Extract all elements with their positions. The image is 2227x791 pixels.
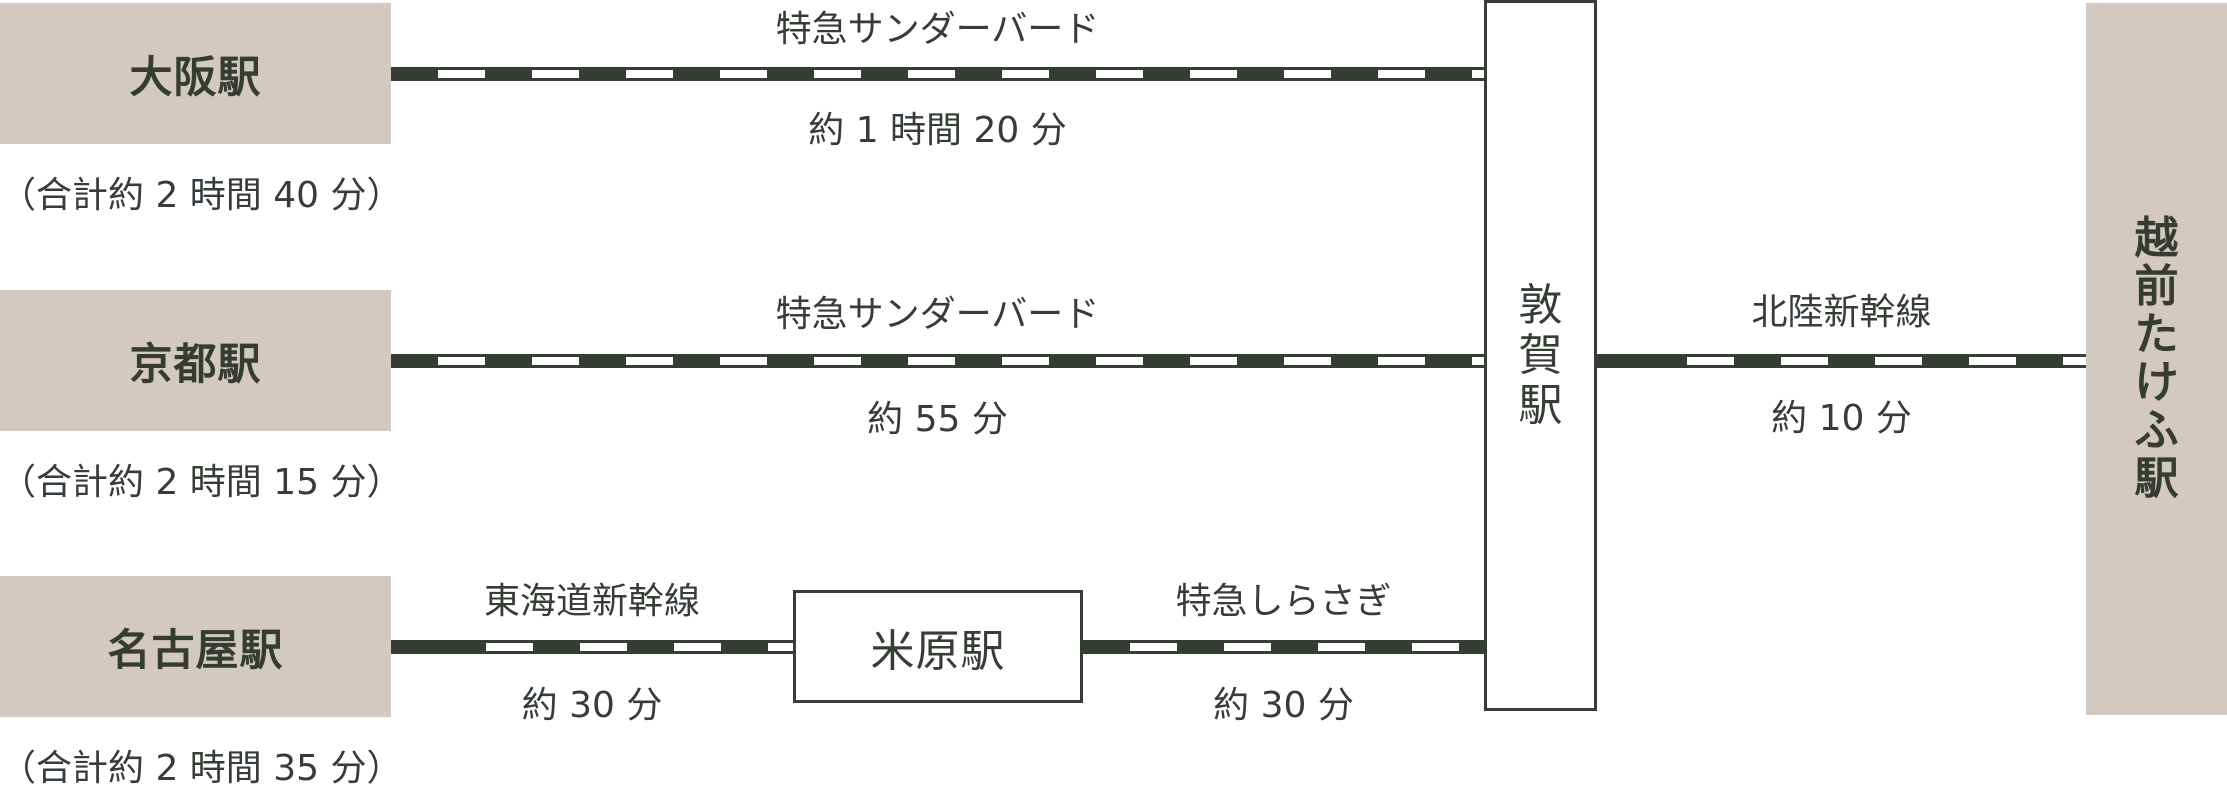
maibara-tsuruga-rail: [1083, 640, 1484, 654]
kyoto-route-time: 約 55 分: [867, 399, 1008, 440]
osaka-route-line-name: 特急サンダーバード: [775, 9, 1100, 50]
nagoya-route-line-name: 東海道新幹線: [483, 581, 700, 622]
kyoto-tsuruga-rail: [391, 354, 1484, 368]
hokuriku-route-time: 約 10 分: [1771, 398, 1912, 439]
kyoto-route-line-name: 特急サンダーバード: [775, 294, 1100, 335]
osaka-tsuruga-rail: [391, 67, 1484, 81]
station-osaka-label: 大阪駅: [129, 52, 262, 103]
maibara-route-time: 約 30 分: [1213, 685, 1354, 726]
nagoya-maibara-rail: [391, 640, 793, 654]
station-kyoto-label: 京都駅: [129, 339, 262, 390]
station-nagoya-label: 名古屋駅: [107, 625, 284, 676]
hokuriku-line-name: 北陸新幹線: [1751, 292, 1932, 333]
maibara-route-line-name: 特急しらさぎ: [1175, 581, 1392, 622]
station-tsuruga: 敦 賀 駅: [1484, 0, 1597, 711]
station-osaka: 大阪駅: [0, 3, 391, 144]
kyoto-total-time: （合計約 2 時間 15 分）: [0, 462, 403, 503]
tsuruga-takefu-rail: [1597, 354, 2086, 368]
station-kyoto: 京都駅: [0, 290, 391, 431]
nagoya-route-time: 約 30 分: [521, 685, 663, 726]
station-echizen-takefu-label: 越 前 た け ふ 駅: [2134, 213, 2179, 504]
station-tsuruga-label: 敦 賀 駅: [1518, 280, 1563, 431]
osaka-total-time: （合計約 2 時間 40 分）: [0, 175, 403, 216]
station-maibara: 米原駅: [793, 590, 1083, 703]
station-echizen-takefu: 越 前 た け ふ 駅: [2086, 3, 2227, 715]
station-nagoya: 名古屋駅: [0, 576, 391, 717]
station-maibara-label: 米原駅: [870, 625, 1006, 677]
nagoya-total-time: （合計約 2 時間 35 分）: [0, 748, 403, 789]
osaka-route-time: 約 1 時間 20 分: [808, 110, 1067, 151]
